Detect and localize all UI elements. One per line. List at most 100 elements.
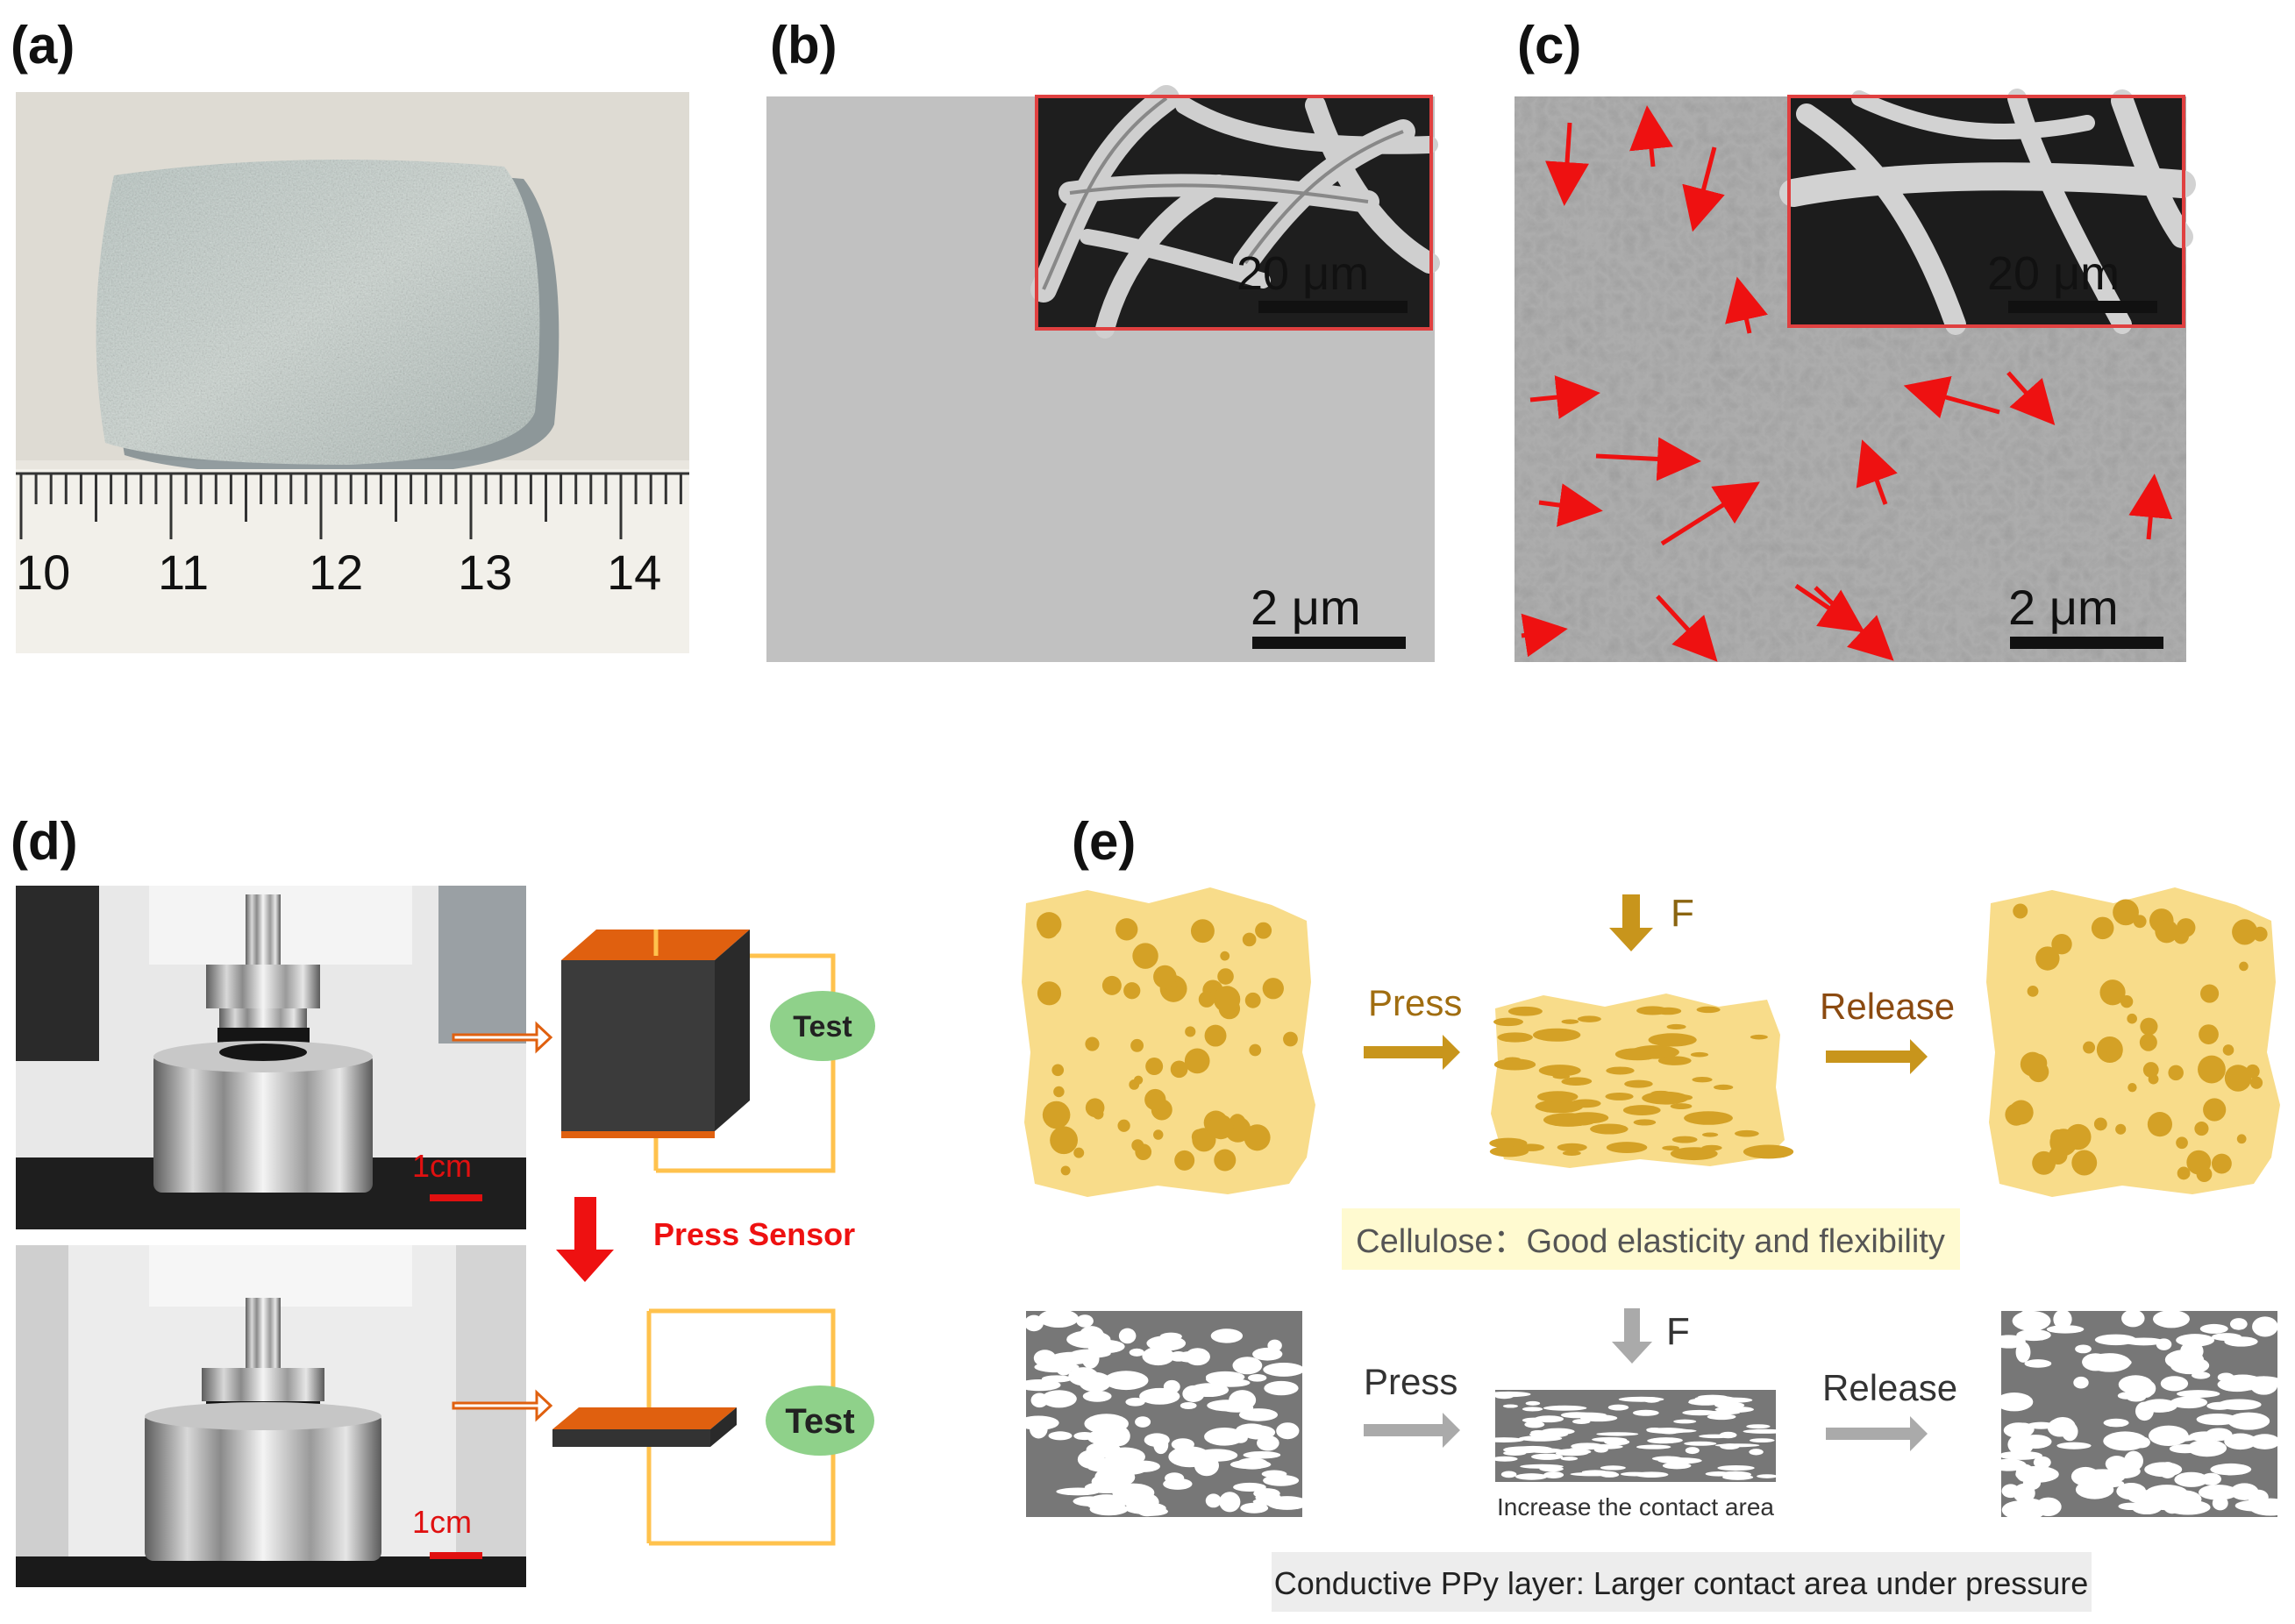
ppy-hole	[1685, 1447, 1700, 1455]
ppy-hole	[1636, 1444, 1671, 1449]
pore	[1562, 1150, 1581, 1156]
pore	[1606, 1142, 1648, 1154]
pore	[1701, 1144, 1722, 1151]
pore	[1489, 1137, 1528, 1149]
ppy-hole	[1180, 1401, 1197, 1410]
ppy-hole	[1531, 1453, 1564, 1460]
ppy-hole	[1038, 1308, 1079, 1328]
pore	[1566, 1117, 1595, 1126]
ppy-hole	[2007, 1434, 2035, 1456]
pore	[1131, 1139, 1144, 1152]
pore	[1701, 1132, 1719, 1137]
pore	[2249, 1076, 2263, 1089]
ppy-hole	[2148, 1425, 2189, 1446]
ppy-hole	[1720, 1443, 1740, 1449]
ppy-hole	[1205, 1371, 1245, 1383]
ppy-hole	[2198, 1485, 2239, 1500]
pore	[1662, 1145, 1679, 1150]
ppy-hole	[1743, 1428, 1787, 1434]
ppy-hole	[1651, 1456, 1683, 1462]
pore	[1073, 1147, 1085, 1158]
red-arrow-icon	[2006, 371, 2056, 425]
ppy-hole	[1618, 1396, 1664, 1402]
ppy-hole	[1125, 1397, 1145, 1407]
pore	[1204, 1024, 1227, 1047]
down-arrow-icon	[556, 1197, 614, 1282]
pore	[2106, 1044, 2123, 1061]
ppy-hole	[2073, 1376, 2089, 1389]
ppy-hole	[2229, 1318, 2248, 1330]
pore	[1648, 1033, 1697, 1047]
pore	[1192, 1128, 1216, 1152]
red-arrow-icon	[1903, 375, 2000, 419]
pore	[2020, 1051, 2045, 1077]
ppy-hole	[1647, 1437, 1679, 1444]
ppy-hole	[1232, 1357, 1263, 1375]
panel-a: (a) 10 11 12 13 14	[11, 16, 689, 653]
ppy-hole	[1056, 1487, 1101, 1496]
pore	[1497, 1032, 1533, 1043]
pore	[1735, 1129, 1759, 1137]
ruler-label-14: 14	[607, 545, 661, 600]
ppy-hole	[1719, 1471, 1752, 1478]
pore	[1657, 1056, 1692, 1065]
pore	[1132, 943, 1158, 969]
pore	[1144, 1088, 1166, 1111]
pore	[1533, 1028, 1581, 1042]
ppy-hole	[1515, 1473, 1548, 1480]
pore	[2222, 1044, 2234, 1056]
ppy-hole	[1168, 1446, 1211, 1468]
sponge-uncompressed-right	[1986, 887, 2280, 1197]
pore	[2083, 1041, 2096, 1054]
force-label-bottom: F	[1666, 1310, 1690, 1353]
pore	[2194, 1122, 2209, 1136]
ppy-hole	[1048, 1431, 1073, 1441]
ppy-hole	[1238, 1408, 1279, 1421]
ppy-hole	[2046, 1325, 2085, 1334]
pore	[2128, 1083, 2137, 1093]
press-photo-top: 1cm	[16, 886, 526, 1229]
ppy-hole	[2103, 1418, 2129, 1428]
ruler-label-10: 10	[16, 545, 70, 600]
ppy-hole	[1204, 1427, 1245, 1446]
ppy-hole	[1557, 1448, 1592, 1456]
scale-label-b: 2 μm	[1251, 580, 1361, 635]
pointer-arrow-top	[452, 1021, 553, 1054]
pore	[1214, 1149, 1237, 1172]
ppy-hole	[2018, 1310, 2035, 1330]
ppy-hole	[1484, 1437, 1524, 1443]
ppy-hole	[1097, 1457, 1132, 1470]
ppy-hole	[1607, 1404, 1629, 1411]
ppy-hole	[2180, 1341, 2204, 1362]
ppy-hole	[1030, 1393, 1049, 1408]
pore	[1053, 1086, 1065, 1098]
ppy-hole	[1707, 1414, 1736, 1421]
ppy-hole	[1541, 1428, 1575, 1435]
pore	[1242, 932, 1257, 947]
ppy-hole	[1017, 1378, 1061, 1392]
ppy-hole	[2038, 1469, 2055, 1478]
pore	[1636, 1006, 1669, 1015]
pore	[1489, 1146, 1529, 1157]
pore	[1714, 1084, 1734, 1091]
ppy-hole	[1992, 1335, 2026, 1349]
pore	[1190, 919, 1215, 944]
pore	[1493, 1017, 1523, 1027]
ppy-hole	[1086, 1495, 1113, 1510]
ppy-hole	[1502, 1404, 1519, 1408]
pore	[2196, 1166, 2213, 1182]
pore	[2224, 1065, 2252, 1092]
pore	[1624, 1079, 1653, 1088]
pore	[1743, 1144, 1794, 1159]
ppy-hole	[2165, 1499, 2211, 1515]
pore	[1255, 922, 1272, 939]
ppy-hole	[2116, 1483, 2147, 1500]
release-arrow-bottom-icon	[1826, 1416, 1928, 1451]
ppy-hole	[2248, 1489, 2269, 1506]
pore	[1130, 1038, 1144, 1052]
pore	[1670, 1103, 1693, 1109]
pore	[2139, 1033, 2157, 1051]
ppy-hole	[2152, 1310, 2190, 1328]
ppy-hole	[1263, 1474, 1300, 1486]
